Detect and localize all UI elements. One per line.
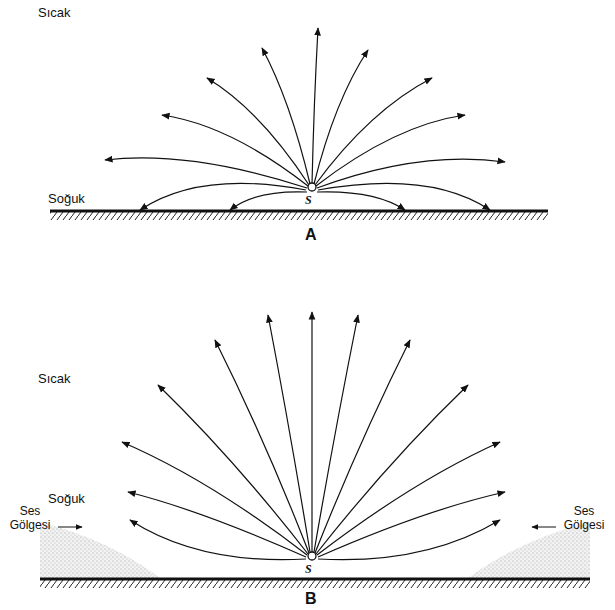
source-label: S (305, 194, 312, 208)
ground-line (40, 578, 590, 581)
sound-rays (122, 312, 505, 560)
temperature-label: Sıcak (38, 6, 71, 21)
sound-source (308, 552, 316, 560)
panel-label: B (305, 590, 317, 608)
sound-source (308, 183, 316, 191)
temperature-label: Sıcak (38, 372, 71, 387)
shadow-label: Ses Gölgesi (2, 505, 58, 533)
temperature-label: Soğuk (48, 492, 85, 507)
temperature-label: Soğuk (48, 192, 85, 207)
source-label: S (305, 563, 312, 577)
panel-label: A (305, 226, 317, 244)
ground-hatch (40, 580, 590, 588)
sound-rays (105, 28, 505, 210)
shadow-zone (40, 522, 160, 578)
ground-line (50, 210, 548, 213)
leader-arrow (58, 527, 556, 528)
ground-hatch (50, 212, 548, 220)
shadow-label: Ses Gölgesi (556, 505, 612, 533)
